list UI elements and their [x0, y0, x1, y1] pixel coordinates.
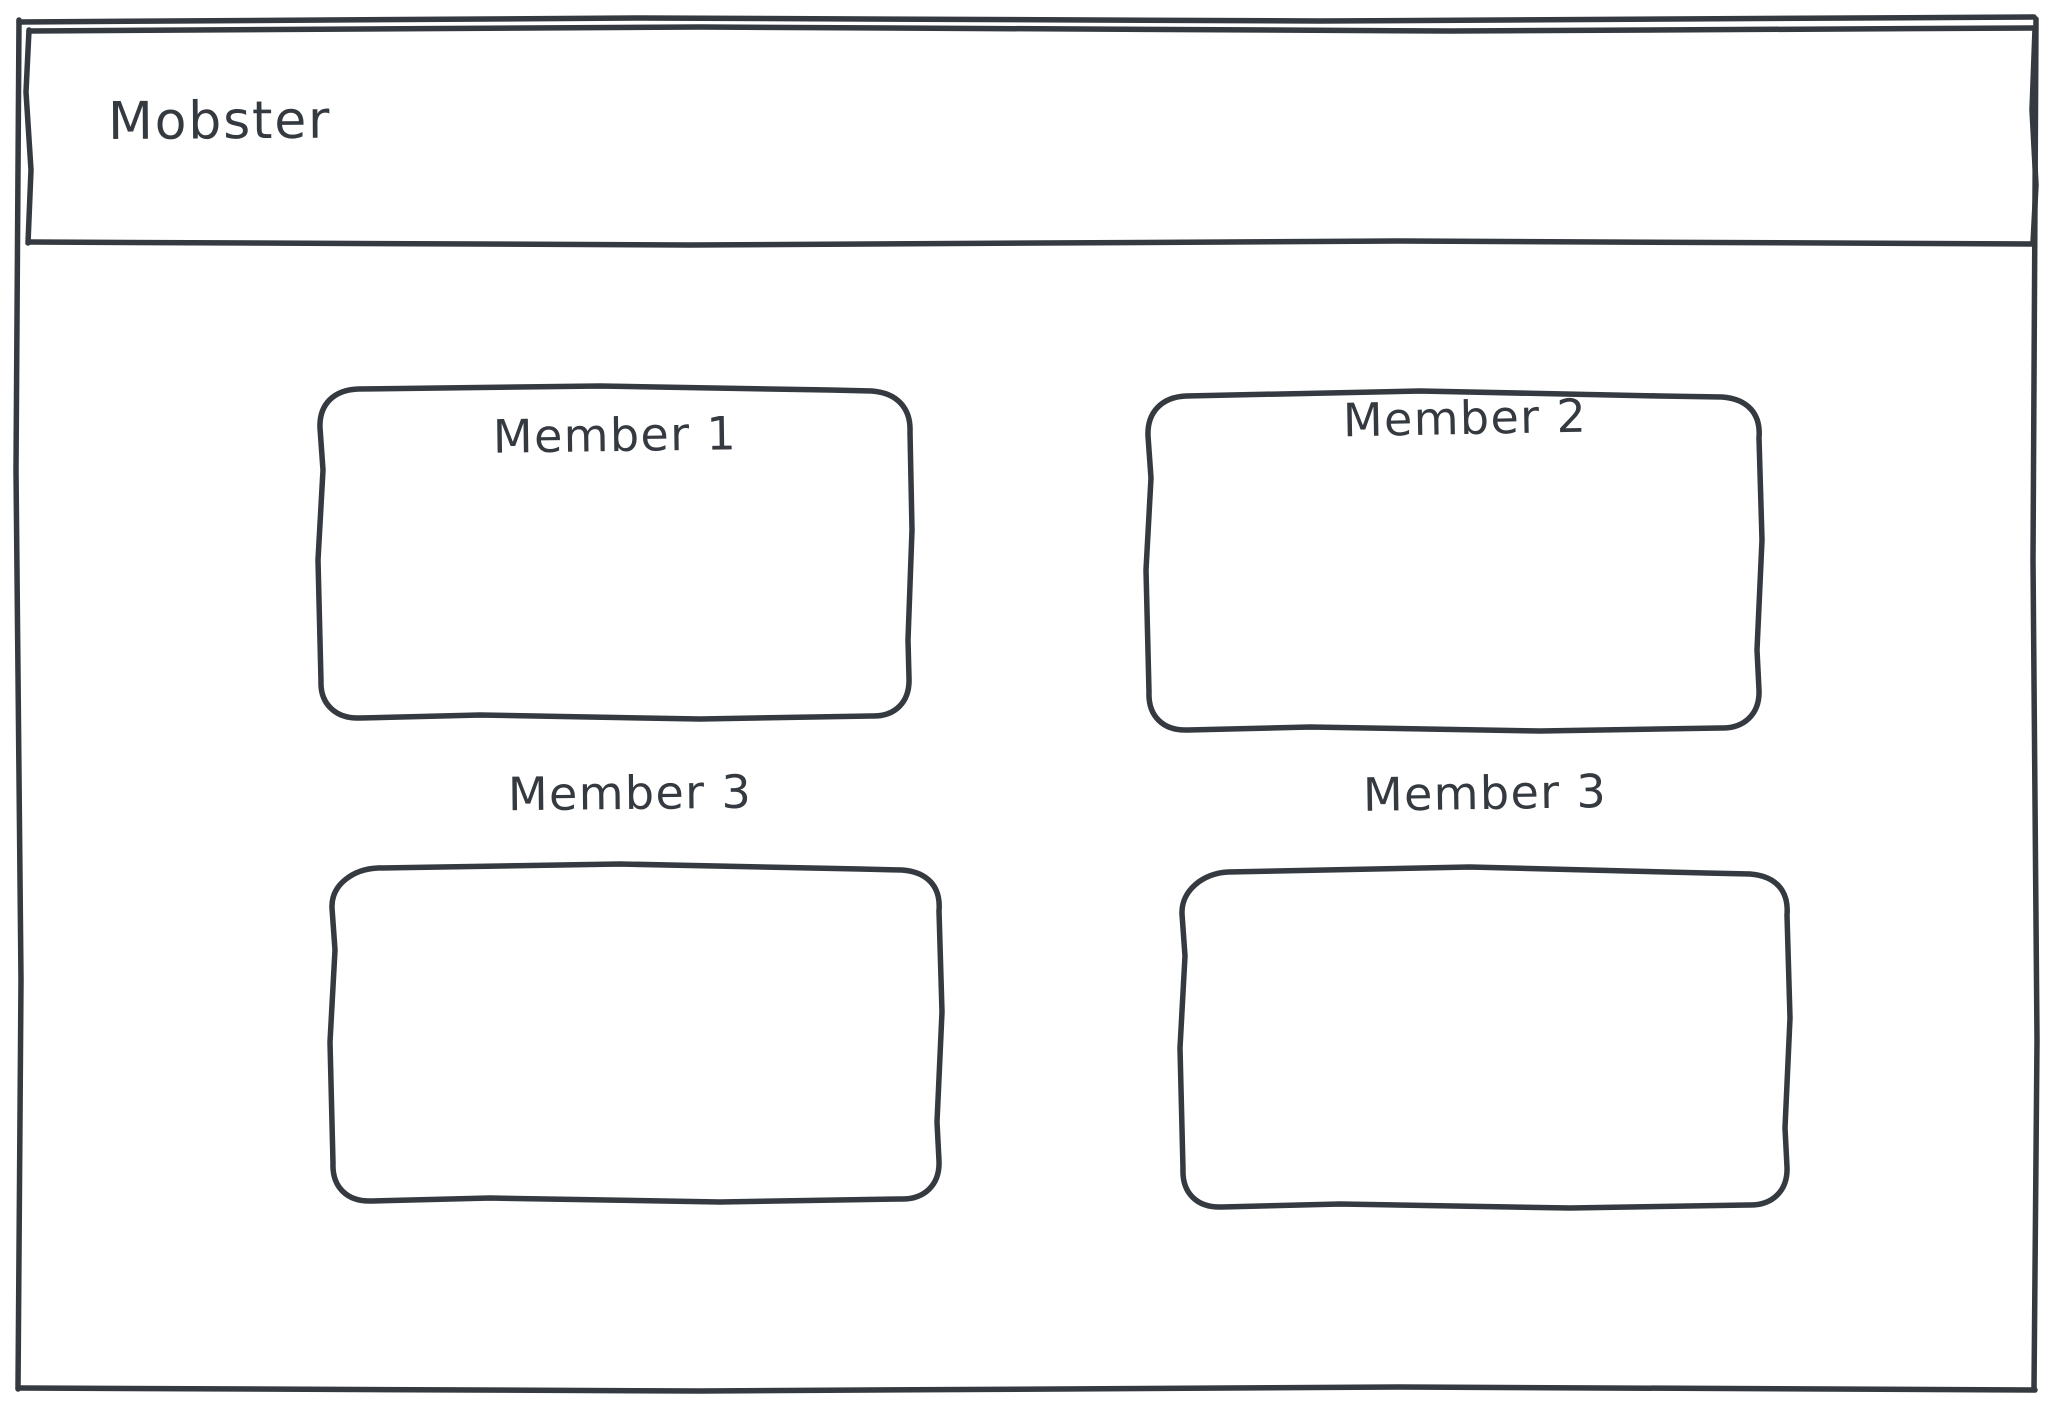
window-header-bar	[23, 24, 2039, 248]
member-card-4-outline	[1177, 864, 1793, 1211]
window-outer-frame	[13, 14, 2040, 1394]
member-card-3[interactable]	[331, 866, 942, 1202]
member-card-2-outline	[1143, 388, 1765, 734]
member-card-2[interactable]	[1147, 393, 1762, 731]
member-card-4[interactable]	[1181, 871, 1791, 1208]
member-card-3-outline	[327, 861, 945, 1205]
member-card-1[interactable]	[320, 388, 912, 720]
member-card-1-outline	[315, 383, 915, 722]
header-bar[interactable]	[29, 28, 2035, 243]
